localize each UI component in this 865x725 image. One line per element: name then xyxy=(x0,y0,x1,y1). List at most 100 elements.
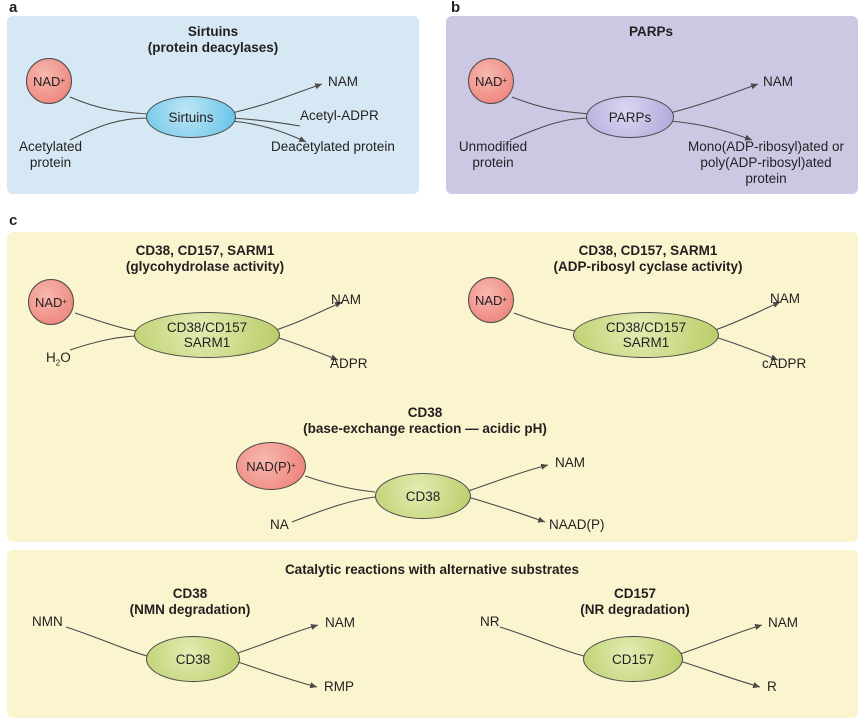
h2o-o: O xyxy=(60,350,71,365)
arrow-c3-nadp-in xyxy=(304,475,376,493)
enzyme-sirtuins: Sirtuins xyxy=(146,96,236,138)
enzyme-cd38-nmn: CD38 xyxy=(146,636,240,682)
arrow-c1-adpr xyxy=(275,336,339,361)
product-a-acetyl-adpr: Acetyl-ADPR xyxy=(300,108,379,123)
enzyme-cd38-cd157-sarm1-glyco: CD38/CD157 SARM1 xyxy=(134,312,280,358)
product-nmn-nam: NAM xyxy=(325,615,355,630)
nmn-title: CD38 (NMN degradation) xyxy=(110,586,270,618)
product-cyclase-nam: NAM xyxy=(770,291,800,306)
product-b-line1: Mono(ADP-ribosyl)ated or xyxy=(687,139,845,154)
arrow-b-parylated xyxy=(669,120,753,141)
h2o-sub: 2 xyxy=(55,358,61,368)
product-cyclase-cadpr: cADPR xyxy=(762,356,807,371)
nad-label: NAD xyxy=(32,73,61,89)
nad-node-cyclase: NAD+ xyxy=(468,277,514,323)
panel-b-title: PARPs xyxy=(628,24,673,39)
nad-label: NAD xyxy=(474,292,503,308)
panel-a-title-line1: Sirtuins xyxy=(187,24,239,39)
product-nr-nam: NAM xyxy=(768,615,798,630)
product-b-line2: poly(ADP-ribosyl)ated xyxy=(700,155,832,170)
product-naadp: NAAD(P) xyxy=(549,517,605,532)
arrow-nr-in xyxy=(499,626,585,657)
product-b-nam: NAM xyxy=(763,74,793,89)
substrate-h2o: H2O xyxy=(46,350,71,368)
product-b-line3: protein xyxy=(745,171,787,186)
nad-node-glyco: NAD+ xyxy=(28,279,74,325)
arrow-nr-r xyxy=(679,660,761,689)
product-a-nam: NAM xyxy=(328,74,358,89)
cyclase-title-line2: (ADP-ribosyl cyclase activity) xyxy=(553,259,743,274)
arrow-a-acetyladpr xyxy=(231,117,301,127)
glyco-title-line2: (glycohydrolase activity) xyxy=(125,259,285,274)
base-exchange-title-line1: CD38 xyxy=(407,405,443,420)
arrow-b-nad-in xyxy=(511,96,591,115)
arrow-b-nam xyxy=(669,83,759,114)
substrate-a-line2: protein xyxy=(29,155,72,170)
nmn-title-line1: CD38 xyxy=(172,586,208,601)
base-exchange-title-line2: (base-exchange reaction — acidic pH) xyxy=(303,421,547,436)
arrow-c2-nad-in xyxy=(513,312,576,332)
arrow-a-deacetylated xyxy=(231,120,307,143)
glyco-title-line1: CD38, CD157, SARM1 xyxy=(135,243,275,258)
product-glyco-nam: NAM xyxy=(331,292,361,307)
panel-alternative-substrates xyxy=(7,550,858,718)
nad-node-a: NAD+ xyxy=(26,58,72,104)
product-a-deacetylated: Deacetylated protein xyxy=(271,139,395,154)
panel-letter-a: a xyxy=(9,0,18,16)
product-b-parylated: Mono(ADP-ribosyl)ated or poly(ADP-ribosy… xyxy=(676,139,856,187)
substrate-na: NA xyxy=(270,517,289,532)
arrow-c1-nam xyxy=(275,301,343,331)
glyco-title: CD38, CD157, SARM1 (glycohydrolase activ… xyxy=(90,243,320,275)
arrow-c3-naadp xyxy=(467,496,546,523)
arrow-c3-na-in xyxy=(291,496,376,523)
substrate-nmn: NMN xyxy=(32,614,63,629)
arrow-nr-nam xyxy=(679,624,763,655)
nr-title: CD157 (NR degradation) xyxy=(555,586,715,618)
arrow-c1-nad-in xyxy=(74,312,137,332)
substrate-a: Acetylated protein xyxy=(8,139,93,171)
arrow-a-nam xyxy=(231,83,323,114)
substrate-b-line1: Unmodified xyxy=(458,139,528,154)
substrate-b: Unmodified protein xyxy=(448,139,538,171)
enzyme-line1: CD38/CD157 xyxy=(605,320,687,335)
enzyme-cd38-cd157-sarm1-cyclase: CD38/CD157 SARM1 xyxy=(573,312,719,358)
h2o-h: H xyxy=(46,350,56,365)
enzyme-line2: SARM1 xyxy=(622,335,670,350)
nr-title-line1: CD157 xyxy=(613,586,657,601)
product-glyco-adpr: ADPR xyxy=(330,356,368,371)
nadp-label: NAD(P) xyxy=(246,458,292,474)
arrow-nmn-in xyxy=(65,626,148,657)
nad-node-b: NAD+ xyxy=(468,58,514,104)
panel-letter-b: b xyxy=(451,0,461,16)
product-base-exchange-nam: NAM xyxy=(555,455,585,470)
enzyme-line1: CD38/CD157 xyxy=(166,320,248,335)
arrow-b-protein-in xyxy=(509,117,591,141)
arrow-c1-h2o-in xyxy=(69,335,137,351)
alt-substrates-title: Catalytic reactions with alternative sub… xyxy=(284,562,580,577)
substrate-b-line2: protein xyxy=(472,155,514,170)
nmn-title-line2: (NMN degradation) xyxy=(129,602,251,617)
arrow-a-nad-in xyxy=(69,96,149,115)
panel-a-title-line2: (protein deacylases) xyxy=(147,40,279,55)
substrate-nr: NR xyxy=(480,614,500,629)
base-exchange-title: CD38 (base-exchange reaction — acidic pH… xyxy=(270,405,580,437)
cyclase-title: CD38, CD157, SARM1 (ADP-ribosyl cyclase … xyxy=(528,243,768,275)
product-rmp: RMP xyxy=(324,679,354,694)
enzyme-line2: SARM1 xyxy=(183,335,231,350)
arrow-nmn-nam xyxy=(234,623,319,655)
enzyme-parps: PARPs xyxy=(586,96,674,138)
cyclase-title-line1: CD38, CD157, SARM1 xyxy=(578,243,718,258)
arrow-nmn-rmp xyxy=(234,660,318,689)
nad-label: NAD xyxy=(474,73,503,89)
nr-title-line2: (NR degradation) xyxy=(580,602,690,617)
enzyme-cd38-base-exchange: CD38 xyxy=(375,473,471,519)
arrow-a-protein-in xyxy=(69,117,149,141)
product-r: R xyxy=(767,679,777,694)
panel-a-title: Sirtuins (protein deacylases) xyxy=(118,24,308,56)
arrow-c3-nam xyxy=(467,463,549,492)
panel-letter-c: c xyxy=(9,212,18,229)
nad-label: NAD xyxy=(34,294,63,310)
enzyme-cd157-nr: CD157 xyxy=(583,636,683,682)
arrow-c2-cadpr xyxy=(714,336,779,361)
